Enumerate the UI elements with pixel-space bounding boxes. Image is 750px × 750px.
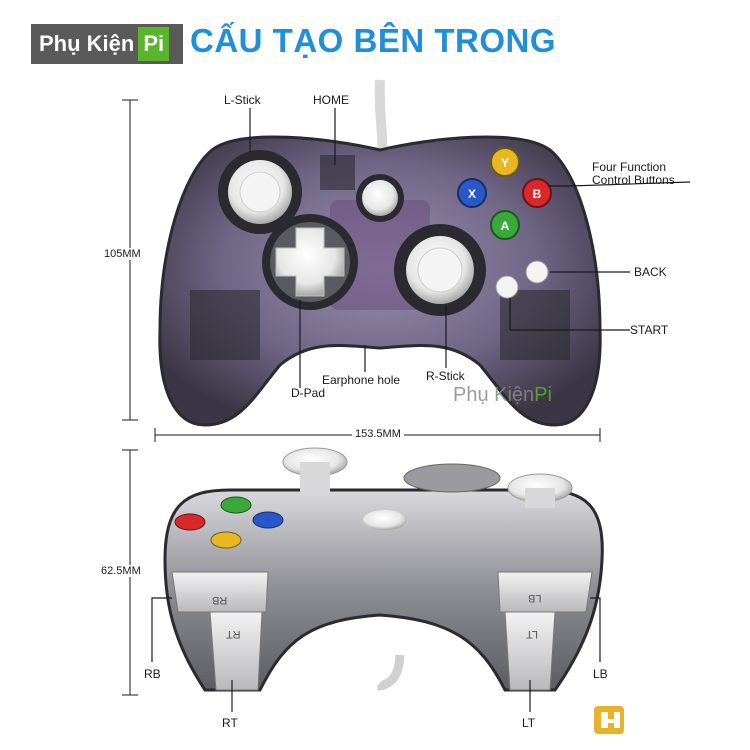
label-rt: RT — [222, 716, 238, 730]
button-a-letter: A — [501, 219, 510, 233]
label-lt: LT — [522, 716, 536, 730]
lt-embossed: LT — [526, 628, 539, 640]
dimension-width: 153.5MM — [352, 428, 404, 440]
label-home: HOME — [313, 93, 349, 107]
button-x-letter: X — [468, 187, 476, 201]
watermark: Phụ KiệnPi — [453, 384, 552, 407]
label-back: BACK — [634, 265, 667, 279]
controller-front-illustration — [163, 447, 604, 692]
label-r-stick: R-Stick — [426, 369, 465, 383]
rt-embossed: RT — [226, 628, 241, 640]
dimension-depth: 62.5MM — [101, 565, 141, 577]
huy-linh-logo-text: HUY LINH — [630, 708, 720, 729]
label-l-stick: L-Stick — [224, 93, 261, 107]
label-earphone-hole: Earphone hole — [322, 373, 401, 387]
button-y-letter: Y — [501, 156, 509, 170]
page-title: CẤU TẠO BÊN TRONG — [190, 22, 556, 59]
dimension-height: 105MM — [104, 248, 141, 260]
rb-embossed: RB — [212, 594, 228, 606]
watermark-main: Phụ Kiện — [453, 384, 535, 406]
brand-name: Phụ Kiện — [39, 31, 135, 56]
label-d-pad: D-Pad — [291, 386, 326, 400]
brand-badge: Phụ Kiện Pi — [31, 24, 183, 64]
watermark-pi: Pi — [534, 384, 552, 406]
label-start: START — [630, 323, 669, 337]
label-four-function-line1: Four Function — [592, 160, 667, 174]
lb-embossed: LB — [528, 592, 542, 604]
label-lb: LB — [593, 667, 608, 681]
brand-suffix: Pi — [138, 27, 170, 61]
button-b-letter: B — [533, 187, 542, 201]
label-four-function-line2: Control Buttons — [592, 173, 675, 187]
label-rb: RB — [144, 667, 161, 681]
